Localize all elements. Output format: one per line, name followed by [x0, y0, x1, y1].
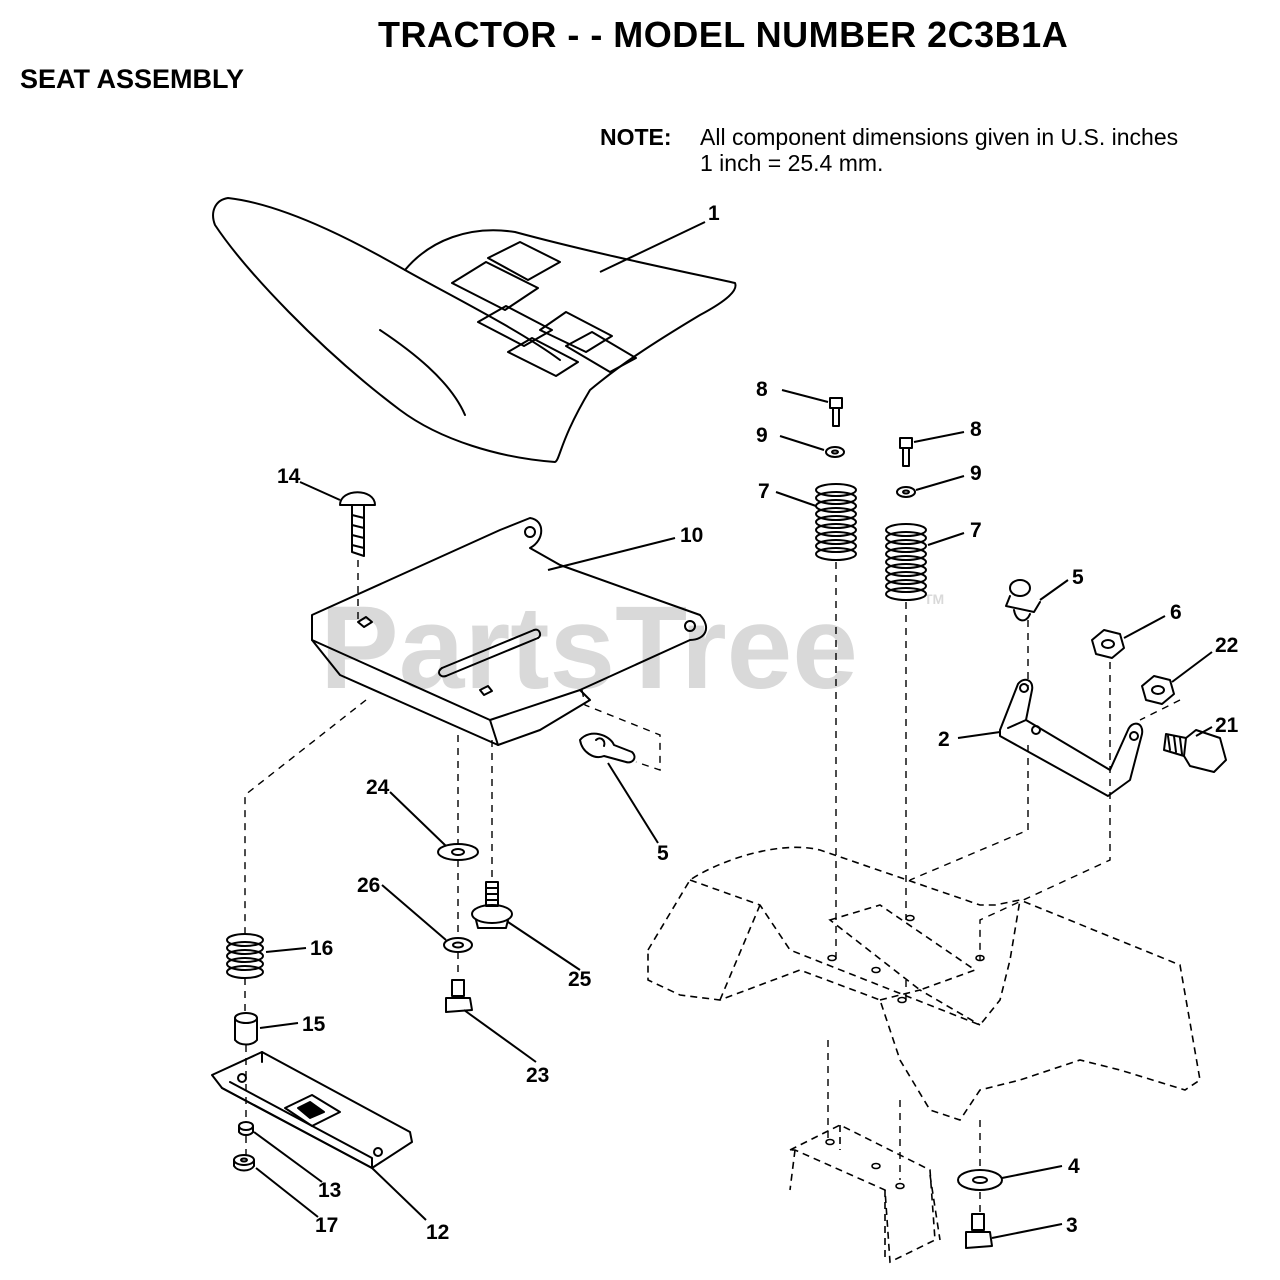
part-nut-17: [233, 1154, 255, 1172]
part-spring-7-left: [815, 483, 857, 561]
callout-7-left: 7: [758, 480, 770, 503]
part-nut-13: [238, 1121, 254, 1136]
callout-13: 13: [318, 1179, 341, 1202]
part-nut-22: [1141, 675, 1175, 705]
callout-23: 23: [526, 1064, 549, 1087]
callout-9-right: 9: [970, 462, 982, 485]
callout-10: 10: [680, 524, 703, 547]
tractor-frame-outline: [647, 846, 1201, 1264]
part-bolt-3: [965, 1213, 993, 1249]
note-text-line-1: All component dimensions given in U.S. i…: [700, 124, 1179, 150]
part-bracket-plate-12: [211, 1051, 413, 1169]
callout-5-left: 5: [657, 842, 669, 865]
part-washer-9-right: [896, 486, 916, 498]
part-bolt-8-right: [899, 437, 913, 467]
part-seat-pan: [311, 517, 708, 746]
part-washer-4: [957, 1169, 1003, 1191]
section-subtitle: SEAT ASSEMBLY: [20, 64, 245, 94]
part-washer-24: [437, 843, 479, 861]
callout-8-left: 8: [756, 378, 768, 401]
part-seat: [212, 197, 737, 463]
part-lock-washer-26: [443, 937, 473, 953]
watermark-tm: TM: [924, 591, 944, 607]
callout-2: 2: [938, 728, 950, 751]
note-text-line-2: 1 inch = 25.4 mm.: [700, 150, 884, 176]
callout-12: 12: [426, 1221, 449, 1244]
part-carriage-bolt: [339, 491, 376, 557]
callout-7-right: 7: [970, 519, 982, 542]
part-hex-bolt-23: [445, 979, 473, 1013]
part-clip-left: [579, 732, 636, 764]
callout-17: 17: [315, 1214, 338, 1237]
callout-14: 14: [277, 465, 301, 488]
frame-holes: [825, 914, 985, 1190]
part-bracket-2: [999, 678, 1144, 797]
callout-5-right: 5: [1072, 566, 1084, 589]
callout-16: 16: [310, 937, 333, 960]
callout-22: 22: [1215, 634, 1238, 657]
part-bolt-21: [1163, 729, 1227, 773]
page-title: TRACTOR - - MODEL NUMBER 2C3B1A: [378, 14, 1069, 55]
callout-15: 15: [302, 1013, 326, 1036]
watermark: PartsTree TM: [320, 582, 944, 714]
part-spring-16: [226, 933, 264, 979]
callout-4: 4: [1068, 1155, 1080, 1178]
callout-1: 1: [708, 202, 720, 225]
leader-lines: [253, 221, 1213, 1239]
callout-labels: 1 14 10 8 9 7 8 9 7 5 6 22 2 21 5 24 26 …: [277, 202, 1239, 1244]
part-shoulder-bolt-25: [471, 881, 513, 929]
part-washer-9-left: [825, 446, 845, 458]
callout-9-left: 9: [756, 424, 768, 447]
callout-6: 6: [1170, 601, 1182, 624]
callout-26: 26: [357, 874, 380, 897]
callout-24: 24: [366, 776, 390, 799]
assembly-centerlines: [244, 560, 1181, 1212]
part-spacer-15: [234, 1012, 258, 1046]
part-spring-7-right: [885, 523, 927, 601]
part-clip-right: [1005, 579, 1041, 622]
note-label: NOTE:: [600, 124, 672, 150]
part-bolt-8-left: [829, 397, 843, 427]
callout-21: 21: [1215, 714, 1239, 737]
callout-25: 25: [568, 968, 592, 991]
part-nut-6: [1091, 629, 1125, 659]
callout-8-right: 8: [970, 418, 982, 441]
callout-3: 3: [1066, 1214, 1078, 1237]
watermark-text: PartsTree: [320, 582, 858, 714]
